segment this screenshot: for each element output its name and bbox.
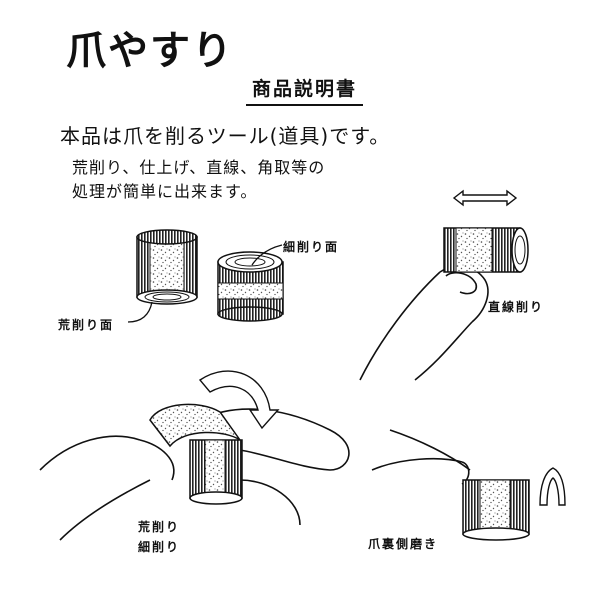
double-arrow-icon xyxy=(452,189,518,207)
label-fine-surface: 細削り面 xyxy=(283,240,340,254)
page-title: 爪やすり xyxy=(66,28,234,74)
intro-text: 本品は爪を削るツール(道具)です。 xyxy=(60,124,391,148)
label-fine: 細削り xyxy=(138,540,181,554)
pointer-line xyxy=(251,244,283,266)
description-line: 処理が簡単に出来ます。 xyxy=(72,182,258,201)
description: 荒削り、仕上げ、直線、角取等の 処理が簡単に出来ます。 xyxy=(72,156,325,204)
label-straight: 直線削り xyxy=(488,300,545,314)
file-cylinder-fine xyxy=(217,251,284,322)
file-cylinder-rolling xyxy=(149,403,243,505)
file-cylinder-straight xyxy=(443,227,529,273)
curved-arrow-icon xyxy=(539,467,566,506)
document-heading: 商品説明書 xyxy=(246,74,364,106)
finger-illustration-underside xyxy=(371,429,471,485)
description-line: 荒削り、仕上げ、直線、角取等の xyxy=(72,158,326,177)
label-underside: 爪裏側磨き xyxy=(368,537,439,551)
pointer-line xyxy=(127,301,153,323)
file-cylinder-underside xyxy=(462,479,530,541)
rotate-arrow-icon xyxy=(198,370,280,430)
finger-illustration xyxy=(359,265,489,381)
file-cylinder-coarse xyxy=(136,229,198,305)
label-coarse-surface: 荒削り面 xyxy=(58,318,115,332)
label-coarse: 荒削り xyxy=(138,520,181,534)
